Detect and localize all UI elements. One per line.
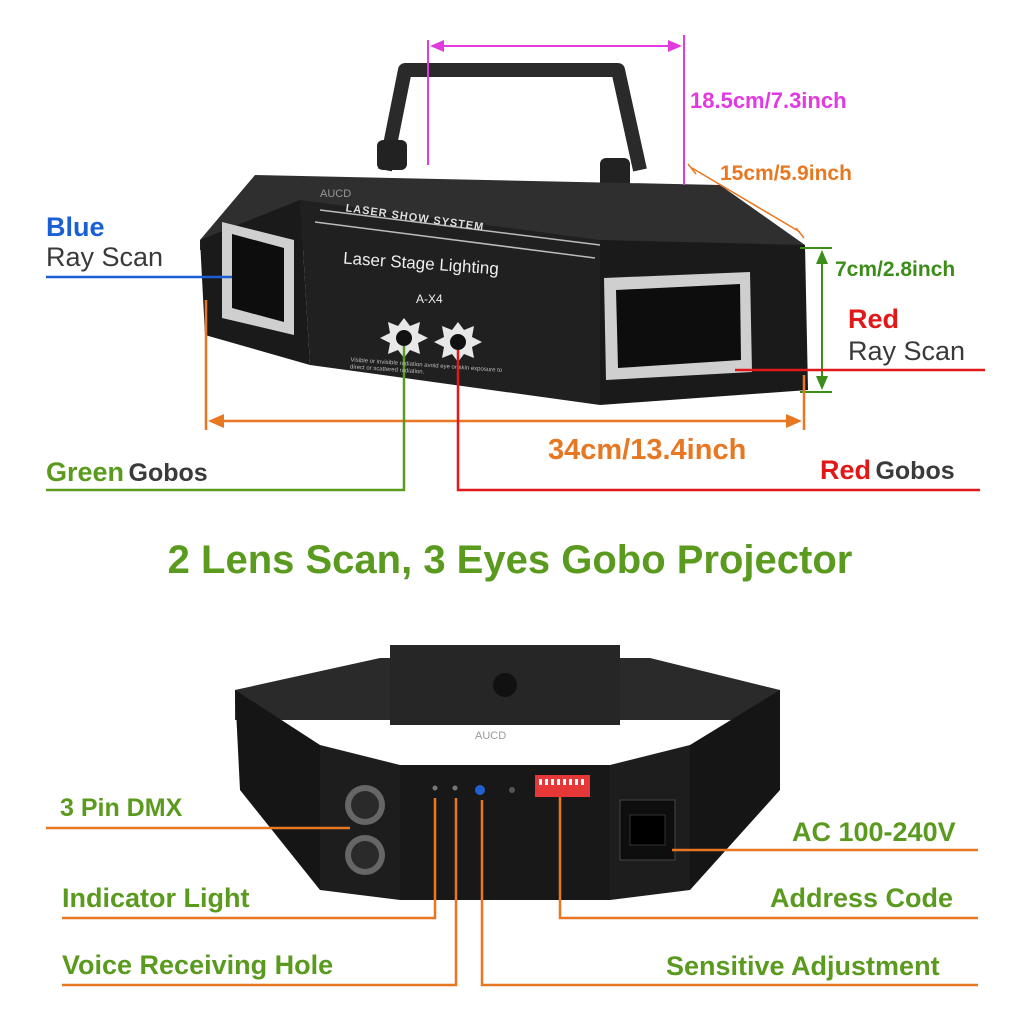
red-scan-color-label: Red [848,304,900,334]
bracket-knob-right [600,158,630,188]
bracket-knob-left [377,140,407,170]
red-gobos-label: Red Gobos [820,455,955,486]
red-gobo-eye [434,322,482,362]
rear-left-side [235,690,320,890]
address-code-label: Address Code [770,883,954,913]
red-gobos-text: Gobos [875,457,955,485]
front-view-device [46,35,985,492]
dip-switch [535,775,590,797]
mic-hole [452,785,458,791]
dmx-in-connector [345,785,385,825]
device-model-print: A-X4 [416,292,443,306]
height-dimension: 7cm/2.8inch [835,258,956,281]
blue-scan-lens [232,234,284,322]
blue-scan-label: Ray Scan [46,242,164,272]
red-scan-label: Ray Scan [848,336,966,366]
rear-right-side [690,690,780,890]
green-gobos-label: Green Gobos [46,457,208,488]
green-gobos-text: Gobos [128,459,208,487]
sensitive-adjustment-label: Sensitive Adjustment [666,951,940,981]
watermark: AUCD [320,188,352,200]
voice-hole-label: Voice Receiving Hole [62,950,334,980]
red-scan-lens [616,284,741,368]
product-title: 2 Lens Scan, 3 Eyes Gobo Projector [167,538,853,582]
watermark: AUCD [475,730,507,742]
green-gobo-eye [380,318,428,358]
panel-led [509,787,515,793]
depth-dimension: 15cm/5.9inch [720,162,852,185]
bracket-bolt [493,673,517,697]
dmx-out-connector [345,835,385,875]
green-gobos-color-word: Green [46,457,125,487]
indicator-light-label: Indicator Light [62,883,250,913]
blue-scan-color-label: Blue [46,212,105,242]
sensitivity-knob [475,785,485,795]
rear-center-panel [400,765,610,900]
dmx-label: 3 Pin DMX [60,794,183,822]
rear-view-device [46,645,978,987]
handle-width-dimension: 18.5cm/7.3inch [690,88,847,113]
housing-center-face [300,200,600,405]
length-dimension: 34cm/13.4inch [548,434,747,466]
mounting-bracket [378,63,647,172]
ac-power-label: AC 100-240V [792,817,956,847]
red-gobos-color-word: Red [820,455,872,485]
indicator-led [432,785,438,791]
